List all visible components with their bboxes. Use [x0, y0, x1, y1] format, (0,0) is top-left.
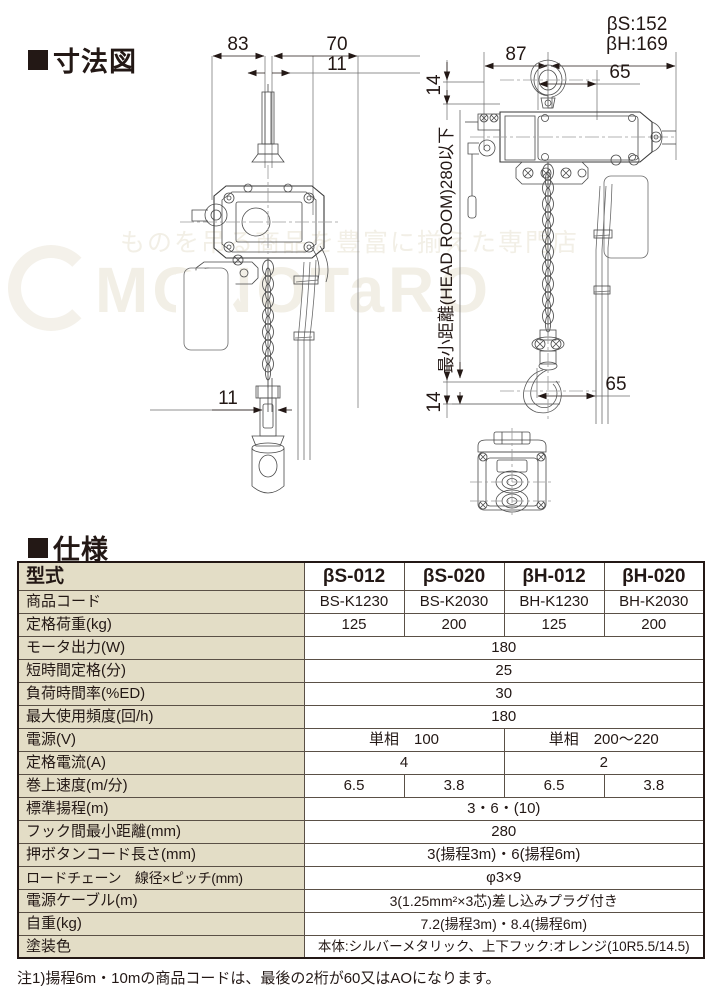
row-value: 180 [303, 704, 705, 729]
row-value: φ3×9 [303, 865, 705, 890]
dim-left-70: 70 [326, 34, 347, 55]
drawing-canvas: 83 70 11 11 87 βS:152 βH:169 65 65 14 14… [150, 14, 677, 515]
row-value: 単相 100 [303, 727, 505, 752]
row-value: 6.5 [503, 773, 605, 798]
row-value: 125 [503, 612, 605, 637]
row-value: 3.8 [403, 773, 505, 798]
spec-heading-label: 仕様 [53, 535, 109, 565]
dimensions-section-heading: 寸法図 [28, 40, 137, 79]
dim-left-83: 83 [227, 34, 248, 55]
left-view-geometry [150, 52, 420, 494]
table-row: 最大使用頻度(回/h)180 [17, 704, 705, 729]
row-value: 200 [603, 612, 705, 637]
row-value: 本体:シルバーメタリック、上下フック:オレンジ(10R5.5/14.5) [303, 934, 705, 959]
table-row: ロードチェーン 線径×ピッチ(mm)φ3×9 [17, 865, 705, 890]
bullet-square-icon [28, 537, 48, 558]
bullet-square-icon [28, 49, 48, 70]
right-view-geometry [443, 52, 677, 515]
row-label: 塗装色 [17, 934, 305, 959]
table-row: 電源ケーブル(m)3(1.25mm²×3芯)差し込みプラグ付き [17, 888, 705, 913]
row-value: 200 [403, 612, 505, 637]
dim-right-65-bottom: 65 [605, 374, 626, 395]
table-row: 塗装色本体:シルバーメタリック、上下フック:オレンジ(10R5.5/14.5) [17, 934, 705, 959]
dim-right-total-s: βS:152 [607, 14, 668, 35]
row-value: BS-K2030 [403, 589, 505, 614]
model-header-1: βS-012 [303, 561, 405, 591]
dim-left-11-top: 11 [327, 54, 347, 75]
table-row: 標準揚程(m)3・6・(10) [17, 796, 705, 821]
row-value: 3(揚程3m)・6(揚程6m) [303, 842, 705, 867]
row-value: 6.5 [303, 773, 405, 798]
row-label: 定格電流(A) [17, 750, 305, 775]
table-row: 短時間定格(分)25 [17, 658, 705, 683]
table-row: 負荷時間率(%ED)30 [17, 681, 705, 706]
footnote: 注1)揚程6m・10mの商品コードは、最後の2桁が60又はAOになります。 [17, 970, 501, 987]
row-value: 2 [503, 750, 705, 775]
row-label: 電源(V) [17, 727, 305, 752]
dim-right-65-top: 65 [609, 62, 630, 83]
dim-right-87: 87 [505, 44, 526, 65]
table-row: フック間最小距離(mm)280 [17, 819, 705, 844]
row-value: 280 [303, 819, 705, 844]
row-value: 7.2(揚程3m)・8.4(揚程6m) [303, 911, 705, 936]
row-value: BH-K1230 [503, 589, 605, 614]
dim-right-14-bottom: 14 [424, 391, 445, 413]
dim-right-total-h: βH:169 [606, 34, 668, 55]
row-label: 巻上速度(m/分) [17, 773, 305, 798]
row-value: 25 [303, 658, 705, 683]
row-label: 自重(kg) [17, 911, 305, 936]
table-row: モータ出力(W)180 [17, 635, 705, 660]
dimension-drawings: 83 70 11 11 87 βS:152 βH:169 65 65 14 14… [150, 14, 677, 515]
spec-section-heading: 仕様 [28, 528, 109, 567]
model-header-2: βS-020 [403, 561, 505, 591]
row-label: 商品コード [17, 589, 305, 614]
row-label: 押ボタンコード長さ(mm) [17, 842, 305, 867]
row-label: 短時間定格(分) [17, 658, 305, 683]
row-label: 標準揚程(m) [17, 796, 305, 821]
row-value: 3.8 [603, 773, 705, 798]
pendant-control [470, 428, 554, 515]
row-label: 電源ケーブル(m) [17, 888, 305, 913]
row-label: モータ出力(W) [17, 635, 305, 660]
model-header-3: βH-012 [503, 561, 605, 591]
row-value: 3(1.25mm²×3芯)差し込みプラグ付き [303, 888, 705, 913]
row-label: 負荷時間率(%ED) [17, 681, 305, 706]
row-value: 30 [303, 681, 705, 706]
row-value: 4 [303, 750, 505, 775]
dim-right-14-top: 14 [424, 74, 445, 96]
row-label: 最大使用頻度(回/h) [17, 704, 305, 729]
dim-left-11-bottom: 11 [218, 388, 238, 409]
headroom-label: 最小距離(HEAD ROOM)280以下 [437, 127, 456, 374]
row-value: BH-K2030 [603, 589, 705, 614]
row-value: 180 [303, 635, 705, 660]
row-value: 単相 200〜220 [503, 727, 705, 752]
row-value: 3・6・(10) [303, 796, 705, 821]
table-row: 自重(kg)7.2(揚程3m)・8.4(揚程6m) [17, 911, 705, 936]
table-header-label: 型式 [17, 561, 305, 591]
row-label: フック間最小距離(mm) [17, 819, 305, 844]
table-row: 押ボタンコード長さ(mm)3(揚程3m)・6(揚程6m) [17, 842, 705, 867]
dimensions-heading-label: 寸法図 [53, 47, 137, 77]
row-label: ロードチェーン 線径×ピッチ(mm) [17, 865, 305, 890]
model-header-4: βH-020 [603, 561, 705, 591]
row-value: 125 [303, 612, 405, 637]
row-value: BS-K1230 [303, 589, 405, 614]
row-label: 定格荷重(kg) [17, 612, 305, 637]
